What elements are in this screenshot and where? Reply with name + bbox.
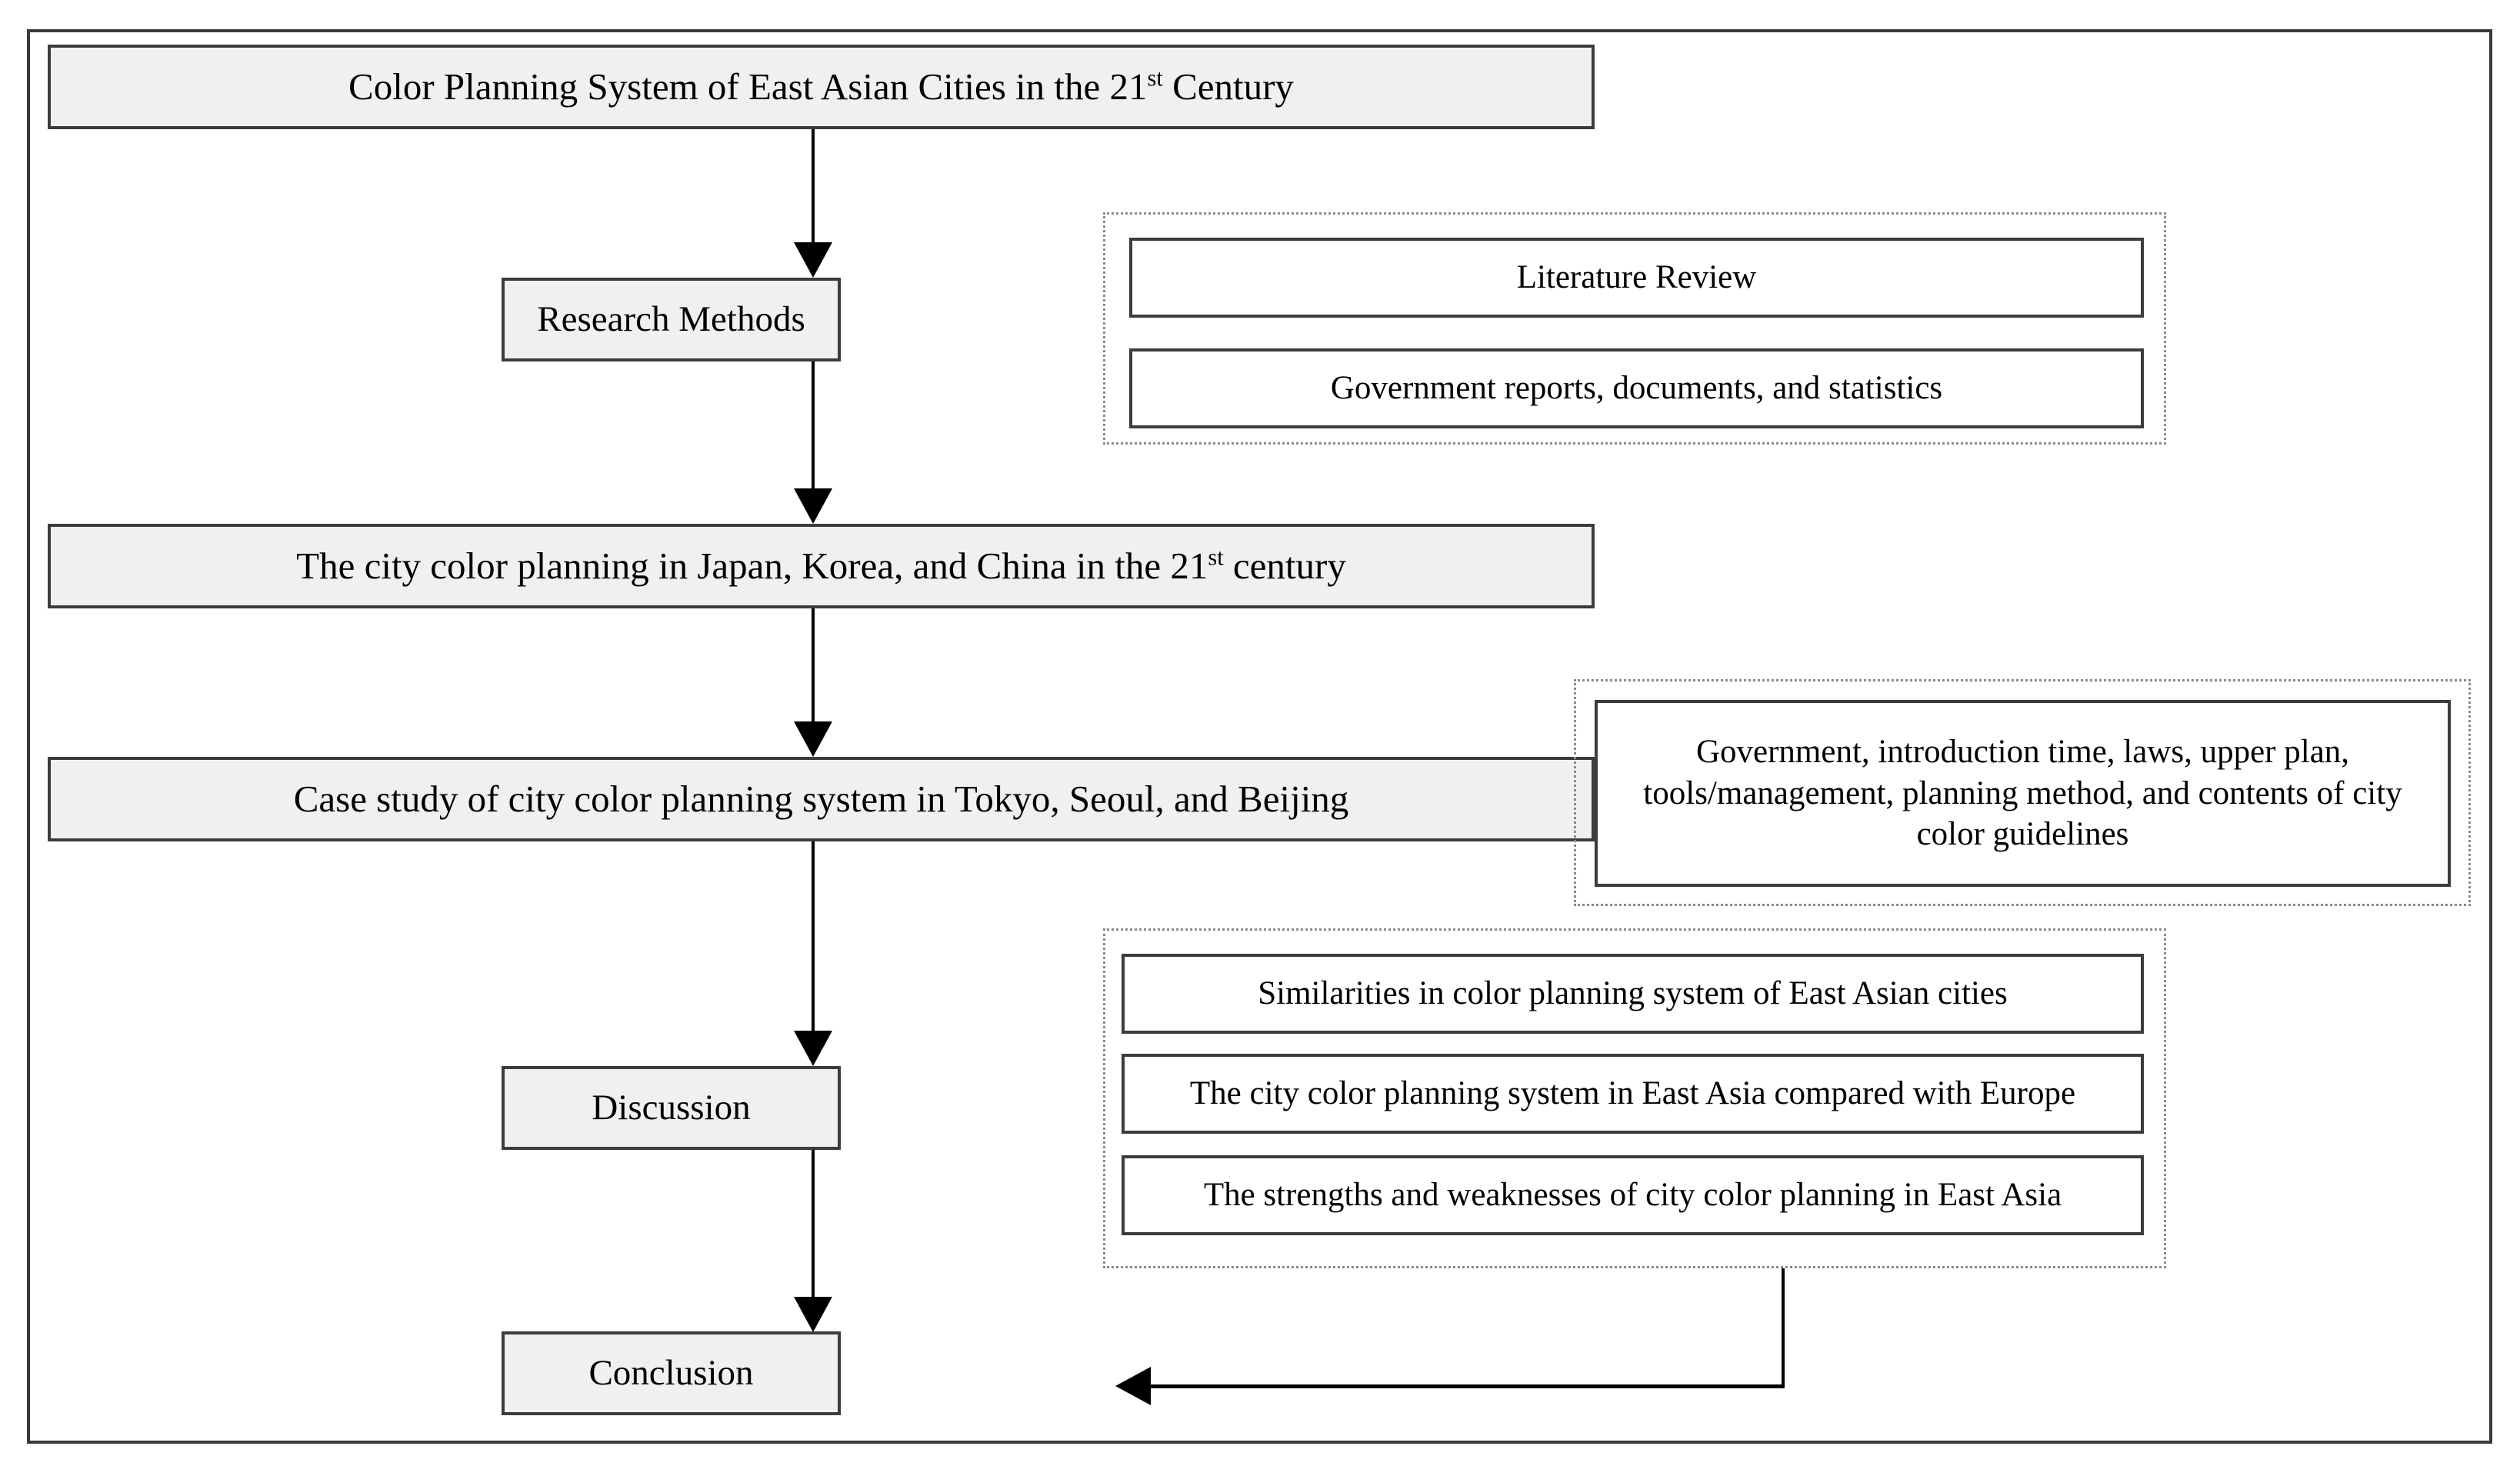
detail-strengths-weaknesses-label: The strengths and weaknesses of city col… [1203, 1177, 2062, 1214]
detail-government-reports-label: Government reports, documents, and stati… [1330, 370, 1943, 407]
group-research-methods-details [1103, 212, 2166, 445]
arrowhead-planning-to-casestudy [794, 721, 832, 757]
arrowhead-methods-to-planning [794, 488, 832, 524]
detail-case-study-contents: Government, introduction time, laws, upp… [1595, 700, 2451, 887]
connector-discussion-to-conclusion [812, 1150, 815, 1300]
node-research-methods-label: Research Methods [537, 298, 805, 339]
detail-strengths-weaknesses: The strengths and weaknesses of city col… [1122, 1155, 2144, 1235]
arrowhead-discussion-to-conclusion [794, 1297, 832, 1332]
detail-case-study-contents-label: Government, introduction time, laws, upp… [1643, 733, 2402, 853]
node-conclusion-label: Conclusion [588, 1352, 754, 1393]
detail-compared-with-europe-label: The city color planning system in East A… [1189, 1075, 2076, 1112]
connector-planning-to-casestudy [812, 608, 815, 724]
node-research-methods: Research Methods [502, 278, 841, 362]
detail-literature-review-label: Literature Review [1516, 259, 1757, 296]
connector-discussiongroup-down [1782, 1268, 1785, 1388]
connector-methods-to-planning [812, 362, 815, 492]
group-case-study-details [1574, 679, 2471, 906]
node-title: Color Planning System of East Asian Citi… [48, 45, 1595, 129]
node-city-color-planning-label: The city color planning in Japan, Korea,… [296, 544, 1346, 588]
detail-compared-with-europe: The city color planning system in East A… [1122, 1054, 2144, 1134]
connector-title-to-methods [812, 129, 815, 245]
node-city-color-planning: The city color planning in Japan, Korea,… [48, 524, 1595, 608]
node-discussion-label: Discussion [592, 1087, 751, 1128]
node-title-label: Color Planning System of East Asian Citi… [348, 65, 1294, 108]
detail-similarities: Similarities in color planning system of… [1122, 954, 2144, 1034]
arrowhead-title-to-methods [794, 242, 832, 278]
node-conclusion: Conclusion [502, 1331, 841, 1415]
detail-similarities-label: Similarities in color planning system of… [1258, 975, 2008, 1012]
node-case-study-label: Case study of city color planning system… [293, 778, 1349, 821]
node-discussion: Discussion [502, 1066, 841, 1150]
detail-literature-review: Literature Review [1129, 238, 2144, 318]
node-case-study: Case study of city color planning system… [48, 757, 1595, 841]
arrowhead-casestudy-to-discussion [794, 1031, 832, 1066]
detail-government-reports: Government reports, documents, and stati… [1129, 348, 2144, 428]
connector-casestudy-to-discussion [812, 841, 815, 1034]
group-discussion-details [1103, 928, 2166, 1268]
connector-discussiongroup-to-conclusion [1151, 1384, 1785, 1388]
arrowhead-to-conclusion [1115, 1367, 1151, 1405]
